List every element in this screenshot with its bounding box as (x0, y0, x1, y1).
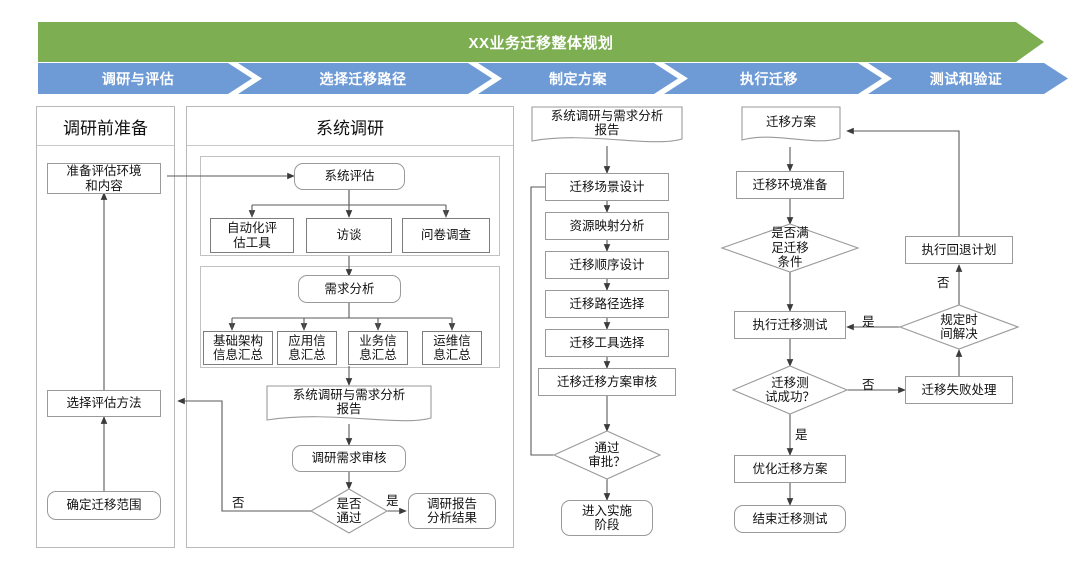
phase-chevron-2 (238, 63, 492, 94)
node-execute-rollback-plan[interactable]: 执行回退计划 (905, 236, 1013, 264)
node-migration-env-prep[interactable]: 迁移环境准备 (736, 171, 844, 199)
node-infra-info-summary[interactable]: 基础架构 信息汇总 (203, 331, 273, 365)
tree-sysassess (251, 190, 447, 217)
node-step-scenario-design[interactable]: 迁移场景设计 (545, 173, 669, 201)
node-run-migration-test[interactable]: 执行迁移测试 (734, 311, 846, 339)
node-app-info-summary[interactable]: 应用信 息汇总 (277, 331, 337, 365)
node-define-migration-scope[interactable]: 确定迁移范围 (47, 491, 161, 520)
label-test-yes: 是 (795, 428, 808, 442)
tree-requirement (231, 303, 453, 330)
group-requirement (200, 266, 500, 368)
phase-label-3[interactable]: 制定方案 (549, 70, 607, 87)
node-system-assessment[interactable]: 系统评估 (294, 163, 405, 190)
label-time-yes: 是 (862, 315, 875, 329)
diamond-research-pass (309, 488, 389, 534)
phase-label-5[interactable]: 测试和验证 (929, 70, 1003, 87)
node-prepare-assessment-env[interactable]: 准备评估环境 和内容 (47, 163, 161, 194)
phase-chevron-4 (664, 63, 882, 94)
node-select-assessment-method[interactable]: 选择评估方法 (47, 390, 161, 417)
label-research-yes: 是 (386, 494, 399, 508)
node-ops-info-summary[interactable]: 运维信 息汇总 (422, 331, 482, 365)
diamond-time-resolved (898, 304, 1020, 350)
phase-label-2[interactable]: 选择迁移路径 (319, 70, 407, 87)
node-interview[interactable]: 访谈 (306, 218, 392, 253)
banner-title: XX业务迁移整体规划 (468, 34, 614, 52)
loop-no-research (207, 400, 311, 512)
node-automation-tool[interactable]: 自动化评 估工具 (210, 218, 294, 253)
node-migration-failure-handling[interactable]: 迁移失败处理 (905, 376, 1013, 404)
node-step-path-selection[interactable]: 迁移路径选择 (545, 290, 669, 318)
panel-pre-research-title: 调研前准备 (37, 107, 174, 146)
diamond-test-success (731, 365, 849, 415)
node-business-info-summary[interactable]: 业务信 息汇总 (348, 331, 408, 365)
doc-shape-plan-input (531, 106, 683, 143)
label-time-no: 否 (937, 276, 950, 290)
phase-chevron-1 (38, 63, 252, 94)
node-research-result[interactable]: 调研报告 分析结果 (408, 493, 496, 529)
node-step-plan-review[interactable]: 迁移迁移方案审核 (538, 368, 676, 396)
node-finish-migration-test[interactable]: 结束迁移测试 (734, 505, 846, 533)
doc-shape-research-report (266, 385, 432, 422)
doc-shape-migration-plan (741, 106, 841, 142)
panel-system-research-title: 系统调研 (187, 107, 513, 146)
node-enter-implementation[interactable]: 进入实施 阶段 (561, 500, 653, 536)
diamond-approval-pass (552, 430, 662, 480)
diamond-migration-condition (720, 223, 860, 273)
node-research-review[interactable]: 调研需求审核 (292, 445, 406, 472)
node-requirement-analysis[interactable]: 需求分析 (298, 275, 401, 303)
node-step-sequence-design[interactable]: 迁移顺序设计 (545, 251, 669, 279)
green-banner-arrow (38, 22, 1044, 62)
node-questionnaire[interactable]: 问卷调查 (402, 218, 490, 253)
phase-label-4[interactable]: 执行迁移 (740, 70, 798, 87)
node-step-tool-selection[interactable]: 迁移工具选择 (545, 329, 669, 357)
phase-chevron-labels: 调研与评估 选择迁移路径 制定方案 执行迁移 测试和验证 (38, 63, 1044, 94)
group-assessment (200, 156, 500, 256)
banner-title-wrap: XX业务迁移整体规划 (38, 22, 1044, 62)
phase-label-1[interactable]: 调研与评估 (101, 70, 175, 87)
node-optimize-migration-plan[interactable]: 优化迁移方案 (734, 455, 846, 483)
label-research-no: 否 (232, 496, 245, 510)
node-step-resource-mapping[interactable]: 资源映射分析 (545, 212, 669, 240)
edge-rollback-to-plan (846, 127, 960, 236)
phase-chevron-3 (478, 63, 678, 94)
label-test-no: 否 (862, 378, 875, 392)
phase-chevron-5 (868, 63, 1068, 94)
